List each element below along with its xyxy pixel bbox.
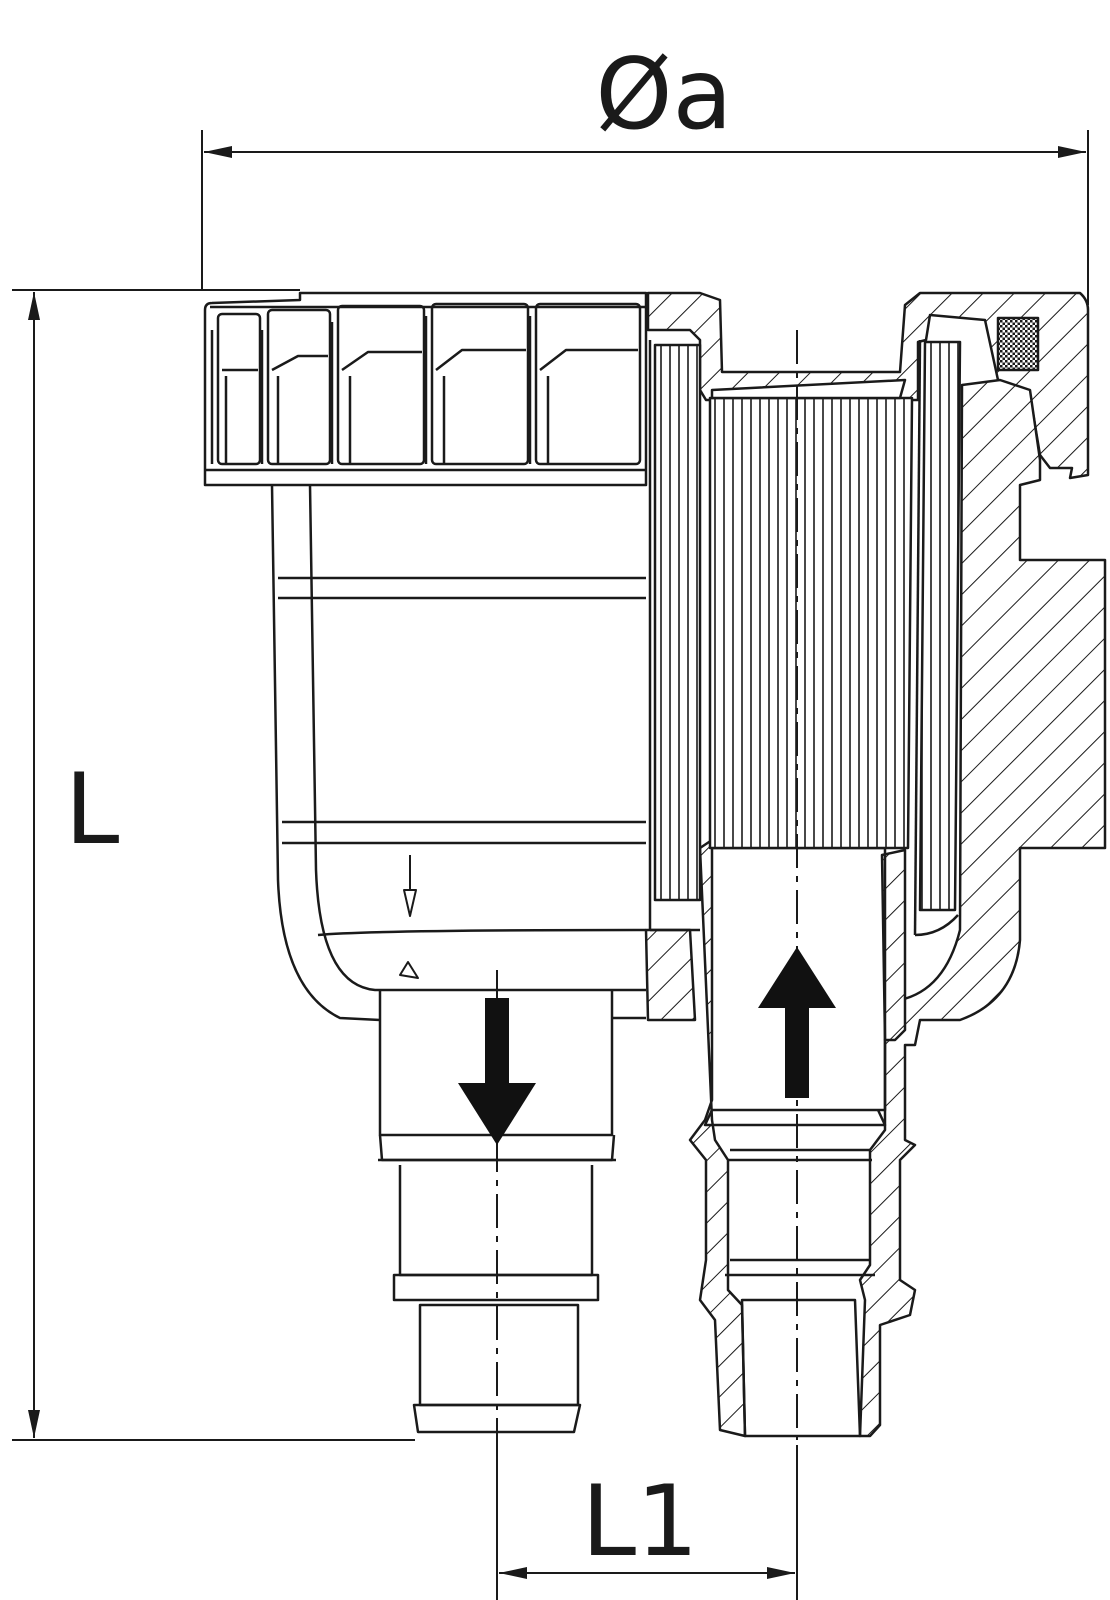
lid-exterior — [203, 291, 648, 487]
offset-label: L1 — [582, 1465, 699, 1579]
diameter-label: Øa — [595, 38, 732, 152]
bowl-exterior — [270, 484, 647, 1022]
filter-basket — [648, 339, 962, 937]
dimension-offset — [496, 1445, 798, 1600]
dimension-diameter — [201, 130, 1089, 305]
inlet-connector — [378, 990, 646, 1434]
flow-arrow-inlet-down — [458, 998, 536, 1145]
flow-arrow-outlet-up — [758, 947, 836, 1098]
length-label: L — [65, 753, 120, 867]
dimension-length — [12, 289, 415, 1441]
